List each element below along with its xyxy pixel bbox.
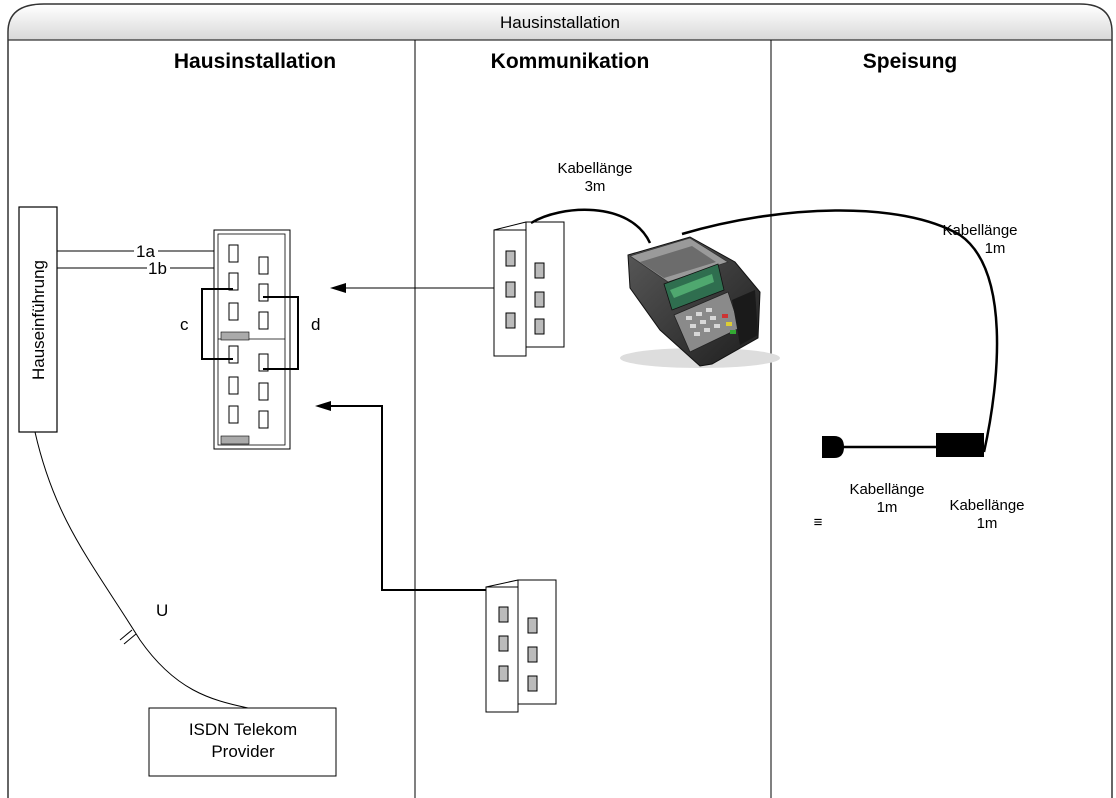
u-line-tick [119,629,133,641]
equiv-symbol: ≡ [814,514,823,531]
u-label: U [156,601,168,620]
power-cable-length-value: 1m [985,240,1006,257]
left-cable-length-label: Kabellänge [849,481,924,498]
column-heading-hausinstallation: Hausinstallation [174,50,336,73]
socket-upper [493,221,565,357]
terminal-cable [530,208,652,244]
terminal-cable-length-value: 3m [585,178,606,195]
plug-icon [822,436,844,458]
outer-frame [7,3,1113,798]
frame-title: Hausinstallation [500,13,620,32]
distribution-block [213,229,291,450]
power-cable [681,209,999,453]
provider-line1: ISDN Telekom [189,720,297,739]
wire-1b-label: 1b [148,259,167,278]
bridge-d-label: d [311,315,320,334]
payment-terminal-icon [620,236,780,368]
column-heading-kommunikation: Kommunikation [491,50,650,73]
terminal-cable-length-label: Kabellänge [557,160,632,177]
arrow-lower-line [330,405,486,591]
column-heading-speisung: Speisung [863,50,958,73]
bridge-d [263,296,299,370]
arrow-upper-head [330,283,346,293]
provider-box [148,707,337,777]
socket-lower [485,579,557,713]
left-cable-length-value: 1m [877,499,898,516]
u-line [34,431,249,709]
power-cable-length-label: Kabellänge [942,222,1017,239]
wire-1a-label: 1a [136,242,155,261]
house-entry-label: Hauseinführung [29,260,48,380]
arrow-lower-head [315,401,331,411]
bridge-c-label: c [180,315,189,334]
provider-line2: Provider [211,742,275,761]
right-cable-length-value: 1m [977,515,998,532]
house-entry-box [18,206,58,433]
right-cable-length-label: Kabellänge [949,497,1024,514]
power-adapter-icon [936,433,984,457]
bridge-c [201,288,233,360]
